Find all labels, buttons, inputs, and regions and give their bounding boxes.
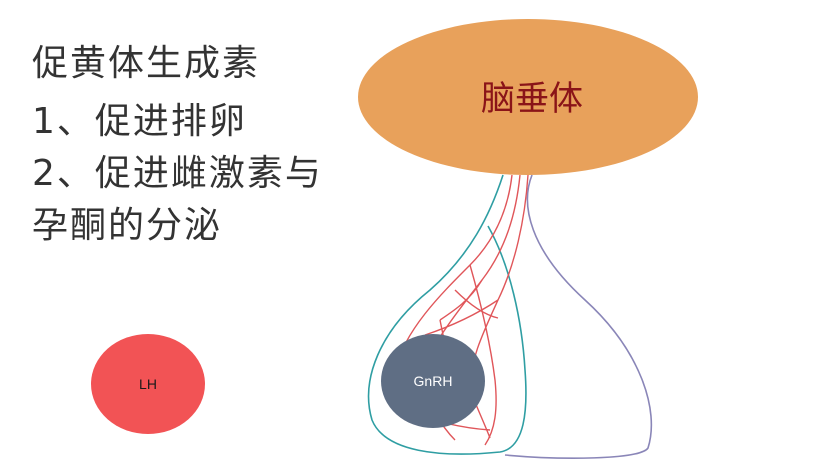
pituitary-gland <box>358 19 698 175</box>
point-2-continuation: 孕酮的分泌 <box>32 205 223 246</box>
point-1: 1、促进排卵 <box>32 101 247 142</box>
posterior-lobe-outline <box>504 174 653 459</box>
gnrh-label: GnRH <box>414 373 453 389</box>
anterior-lobe-outline <box>367 174 527 455</box>
point-2: 2、促进雌激素与 <box>32 153 323 194</box>
lh-circle <box>91 334 205 434</box>
lh-label: LH <box>139 376 157 392</box>
gnrh-cell <box>381 334 485 428</box>
pituitary-label: 脑垂体 <box>481 79 583 119</box>
text-block: 促黄体生成素 1、促进排卵 2、促进雌激素与 孕酮的分泌 <box>32 38 352 252</box>
slide-title: 促黄体生成素 <box>32 43 261 84</box>
